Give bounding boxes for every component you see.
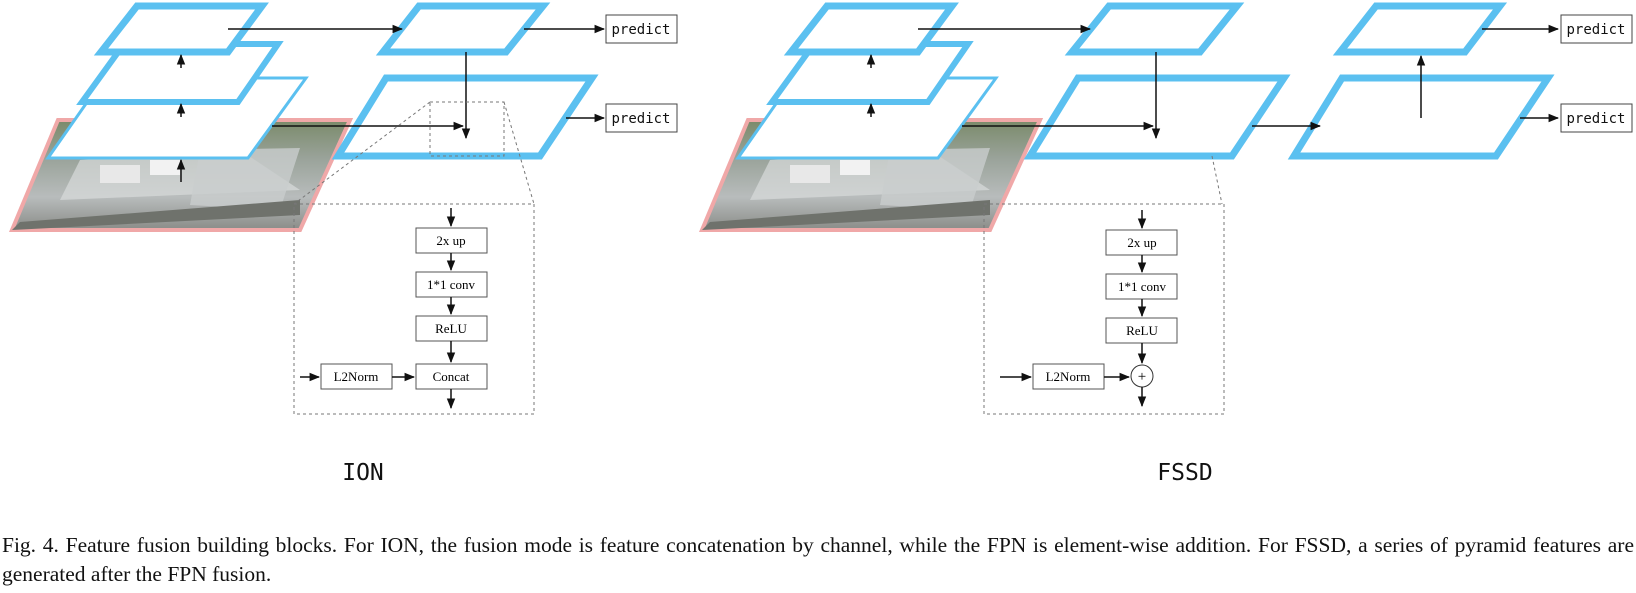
block-2x-up: 2x up (1105, 229, 1178, 256)
ion-title: ION (342, 460, 384, 486)
fused-feature-map-top (1064, 2, 1245, 56)
feature-map-1 (783, 2, 959, 56)
svg-text:Concat: Concat (433, 369, 470, 384)
fusion-block-detail (293, 203, 535, 415)
predict-label: predict (611, 22, 670, 38)
block-concat: Concat (415, 363, 488, 390)
fssd-title: FSSD (1157, 460, 1212, 486)
svg-text:L2Norm: L2Norm (334, 369, 379, 384)
fusion-block-detail (983, 203, 1225, 415)
svg-text:1*1 conv: 1*1 conv (1118, 279, 1167, 294)
predict-box-bottom: predict (1560, 103, 1633, 133)
block-l2norm: L2Norm (320, 363, 393, 390)
svg-text:2x up: 2x up (436, 233, 465, 248)
block-1x1-conv: 1*1 conv (415, 271, 488, 298)
svg-text:1*1 conv: 1*1 conv (427, 277, 476, 292)
fssd-diagram: predict predict 2x up 1*1 conv ReLU + (698, 2, 1633, 486)
block-1x1-conv: 1*1 conv (1105, 273, 1178, 300)
predict-box-bottom: predict (605, 103, 678, 133)
svg-text:ReLU: ReLU (435, 321, 467, 336)
block-l2norm: L2Norm (1032, 363, 1105, 390)
predict-label: predict (611, 111, 670, 127)
predict-box-top: predict (1560, 14, 1633, 44)
feature-fusion-diagram: predict predict 2x up 1*1 conv ReLU (8, 2, 1633, 486)
plus-circle-icon: + (1130, 364, 1154, 388)
figure-caption: Fig. 4. Feature fusion building blocks. … (2, 533, 1634, 586)
pyramid-feature-map-top (1332, 2, 1508, 56)
svg-text:ReLU: ReLU (1126, 323, 1158, 338)
svg-text:+: + (1138, 369, 1146, 385)
feature-map-1 (93, 2, 269, 56)
fused-feature-map-bottom (1023, 74, 1291, 160)
block-2x-up: 2x up (415, 227, 488, 254)
predict-box-top: predict (605, 14, 678, 44)
block-relu: ReLU (1105, 317, 1178, 344)
fused-feature-map-top (375, 2, 551, 56)
fused-feature-map-bottom (331, 74, 599, 160)
zoom-region (429, 101, 505, 157)
predict-label: predict (1566, 111, 1625, 127)
predict-label: predict (1566, 22, 1625, 38)
block-relu: ReLU (415, 315, 488, 342)
svg-text:L2Norm: L2Norm (1046, 369, 1091, 384)
ion-diagram: predict predict 2x up 1*1 conv ReLU (8, 2, 678, 486)
svg-text:2x up: 2x up (1127, 235, 1156, 250)
